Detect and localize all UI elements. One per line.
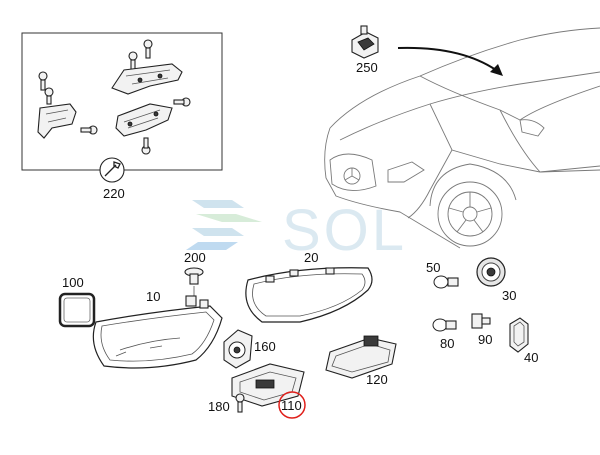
part-80-bulb: 80 [432,318,457,351]
part-label-250: 250 [356,60,378,75]
part-label-160: 160 [254,339,276,354]
part-200-clip: 200 [184,250,206,302]
part-label-120: 120 [366,372,388,387]
watermark-text: SOL [282,198,407,263]
part-110-control-unit: 110 [231,363,306,419]
part-90-socket: 90 [471,313,492,347]
middle-bracket [115,103,173,137]
left-bracket [37,103,77,139]
part-label-80: 80 [440,336,454,351]
part-label-100: 100 [62,275,84,290]
screw-icon [38,39,191,155]
pointer-arrow [397,46,503,76]
part-label-110: 110 [281,398,302,413]
part-label-200: 200 [184,250,206,265]
upper-bracket [111,63,183,95]
part-180-screw: 180 [208,393,245,414]
car-outline [324,27,600,249]
watermark-logo: SOL [186,198,407,263]
part-label-30: 30 [502,288,516,303]
part-label-20: 20 [304,250,318,265]
part-40-bracket: 40 [509,317,538,365]
part-label-90: 90 [478,332,492,347]
part-10-headlamp-left: 10 [92,289,223,369]
part-120-ballast: 120 [325,335,397,387]
part-label-220: 220 [103,186,125,201]
part-160-led-module: 160 [223,329,276,369]
part-label-180: 180 [208,399,230,414]
wrench-icon [99,157,125,183]
part-label-40: 40 [524,350,538,365]
part-100-gasket: 100 [58,275,96,328]
watermark-stripes-icon [186,200,262,250]
part-20-headlamp-right: 20 [245,250,373,323]
part-250-sensor: 250 [351,25,379,75]
part-label-50: 50 [426,260,440,275]
inset-box-bracket-kit: 220 [21,32,223,201]
highlight-circle [278,391,306,419]
part-50-bulb: 50 [426,260,459,289]
part-label-10: 10 [146,289,160,304]
part-30-cap: 30 [476,257,516,303]
